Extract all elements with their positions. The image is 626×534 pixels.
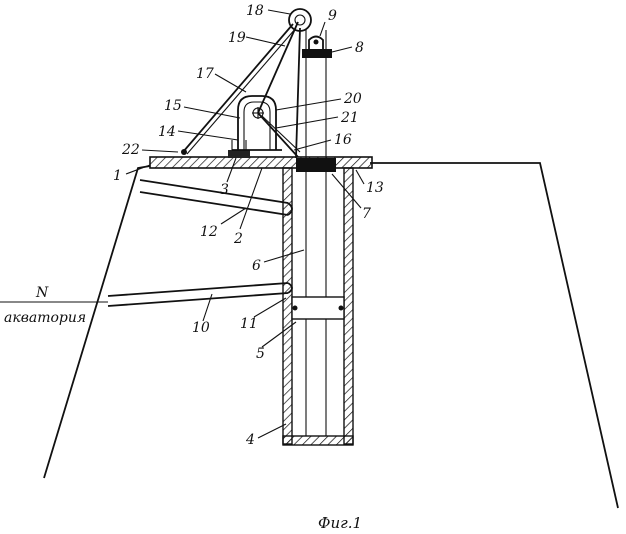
- label-5: 5: [256, 346, 265, 362]
- label-3: 3: [220, 182, 229, 198]
- label-2: 2: [233, 231, 243, 247]
- label-4: 4: [245, 432, 255, 448]
- label-14: 14: [158, 124, 176, 140]
- label-9: 9: [328, 8, 337, 24]
- embankment-outline: [44, 163, 618, 508]
- bracket-3: [228, 140, 250, 158]
- label-16: 16: [334, 132, 352, 148]
- figure-caption: Фиг.1: [318, 514, 362, 532]
- label-7: 7: [362, 206, 371, 222]
- leader-lines: [126, 10, 364, 438]
- north-label: N: [35, 285, 49, 301]
- piston: [292, 297, 344, 319]
- label-8: 8: [355, 40, 364, 56]
- pulley-18: [289, 9, 311, 31]
- label-13: 13: [366, 180, 384, 196]
- inner-rod: [306, 30, 326, 436]
- label-17: 17: [196, 66, 214, 82]
- label-21: 21: [340, 110, 359, 126]
- label-6: 6: [252, 258, 261, 274]
- lever-arms: [258, 22, 300, 158]
- label-10: 10: [192, 320, 210, 336]
- seal-7: [296, 158, 336, 172]
- label-1: 1: [113, 168, 122, 184]
- pipe-10: [108, 283, 292, 306]
- label-18: 18: [246, 3, 264, 19]
- pipe-12: [140, 180, 292, 215]
- label-20: 20: [343, 91, 362, 107]
- water-area-label: акватория: [4, 310, 86, 326]
- label-22: 22: [121, 142, 140, 158]
- label-15: 15: [164, 98, 182, 114]
- deck-plate: [150, 157, 372, 168]
- label-11: 11: [240, 316, 258, 332]
- reference-numerals: 18 9 8 19 17 20 15 21 14 16 22 1 3 13 7 …: [113, 3, 384, 448]
- label-19: 19: [228, 30, 246, 46]
- hinge-block: [232, 96, 282, 150]
- label-12: 12: [200, 224, 218, 240]
